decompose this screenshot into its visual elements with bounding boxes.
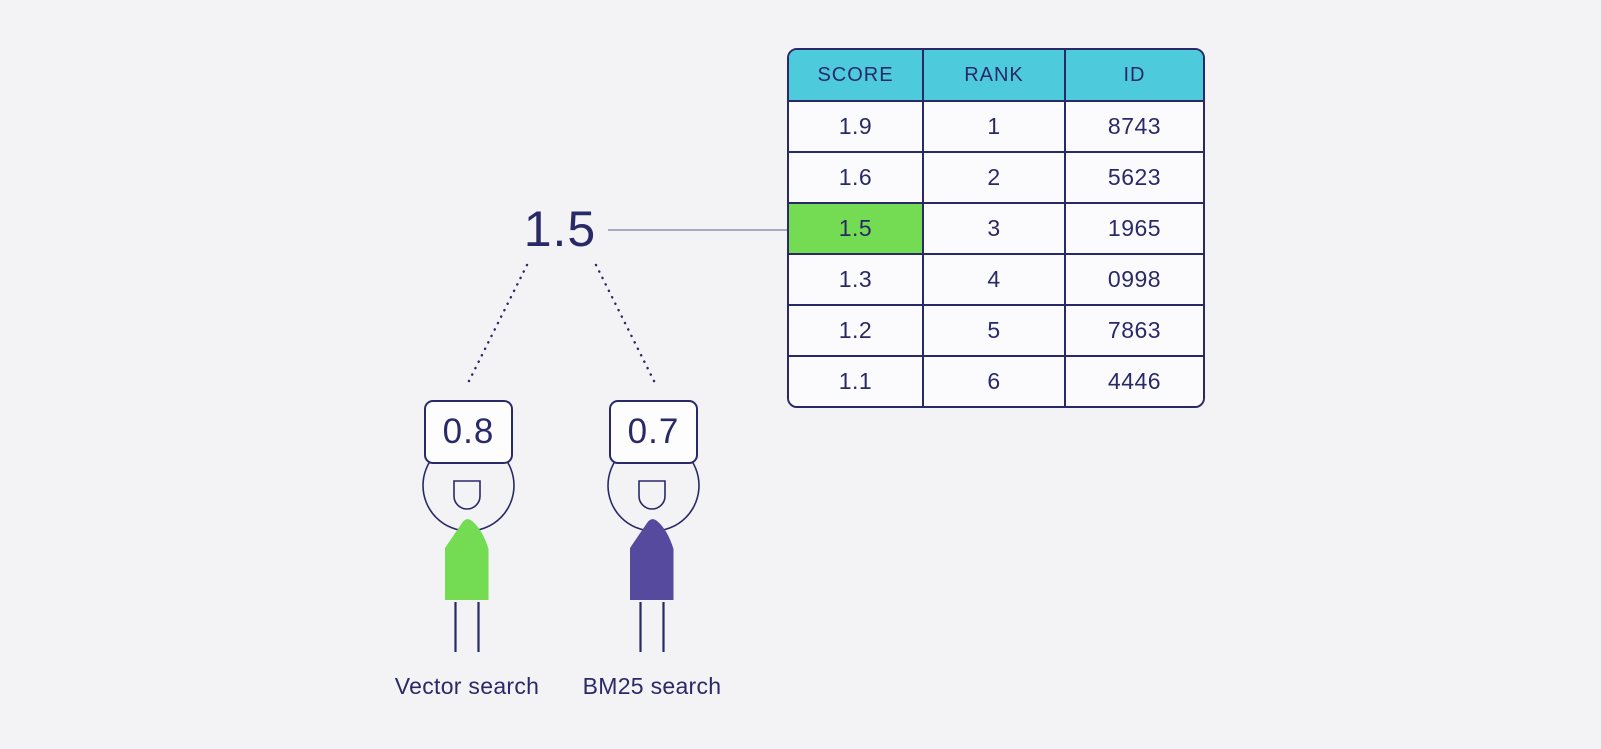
bm25-search-figure <box>607 439 700 652</box>
dotted-line-to-vector-figure <box>466 263 529 385</box>
vector-search-figure <box>422 439 515 652</box>
id-cell: 7863 <box>1066 306 1203 355</box>
table-row-highlighted: 1.5 3 1965 <box>789 204 1203 255</box>
table-row: 1.2 5 7863 <box>789 306 1203 357</box>
id-cell: 5623 <box>1066 153 1203 202</box>
vector-score-value: 0.8 <box>442 412 495 451</box>
rank-cell: 6 <box>924 357 1066 406</box>
score-cell: 1.6 <box>789 153 924 202</box>
score-cell: 1.2 <box>789 306 924 355</box>
bm25-figure-head <box>638 480 666 510</box>
score-cell: 1.9 <box>789 102 924 151</box>
table-header-row: SCORE RANK ID <box>789 50 1203 102</box>
table-row: 1.6 2 5623 <box>789 153 1203 204</box>
highlighted-score-cell: 1.5 <box>789 204 924 253</box>
score-cell: 1.3 <box>789 255 924 304</box>
results-table: SCORE RANK ID 1.9 1 8743 1.6 2 5623 1.5 … <box>787 48 1205 408</box>
vector-figure-head <box>453 480 481 510</box>
bm25-score-sign: 0.7 <box>609 400 698 464</box>
vector-search-label: Vector search <box>394 673 540 699</box>
header-cell-score: SCORE <box>789 50 924 100</box>
rank-cell: 5 <box>924 306 1066 355</box>
id-cell: 1965 <box>1066 204 1203 253</box>
rank-cell: 3 <box>924 204 1066 253</box>
vector-score-sign: 0.8 <box>424 400 513 464</box>
vector-figure-body <box>445 519 489 600</box>
id-cell: 0998 <box>1066 255 1203 304</box>
id-cell: 4446 <box>1066 357 1203 406</box>
score-cell: 1.1 <box>789 357 924 406</box>
bm25-figure-body <box>630 519 674 600</box>
rank-cell: 1 <box>924 102 1066 151</box>
rank-cell: 4 <box>924 255 1066 304</box>
header-cell-rank: RANK <box>924 50 1066 100</box>
table-row: 1.1 6 4446 <box>789 357 1203 406</box>
table-row: 1.3 4 0998 <box>789 255 1203 306</box>
id-cell: 8743 <box>1066 102 1203 151</box>
combined-score-value: 1.5 <box>523 201 597 257</box>
dotted-line-to-bm25-figure <box>594 263 657 385</box>
rank-cell: 2 <box>924 153 1066 202</box>
bm25-search-label: BM25 search <box>582 673 722 699</box>
header-cell-id: ID <box>1066 50 1203 100</box>
bm25-score-value: 0.7 <box>627 412 680 451</box>
table-row: 1.9 1 8743 <box>789 102 1203 153</box>
